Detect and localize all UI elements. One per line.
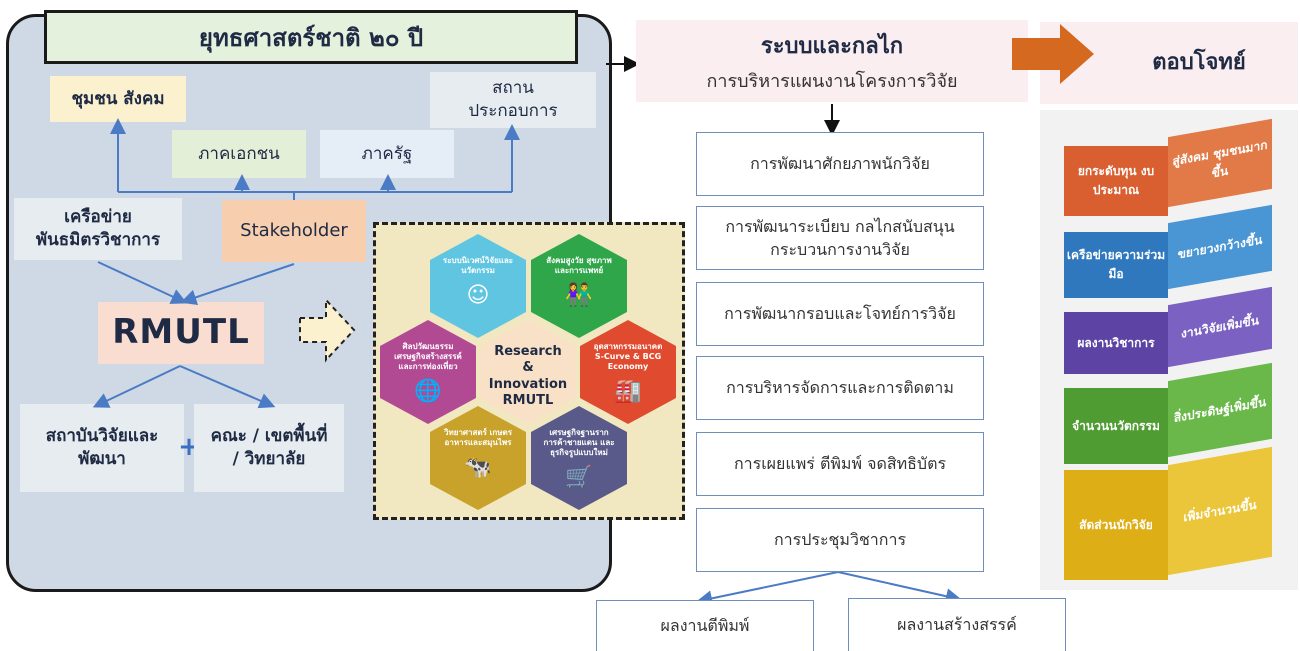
tier-5-front: สัดส่วนนักวิจัย — [1064, 470, 1168, 580]
hex-right-label: อุตสาหกรรมอนาคต S-Curve & BCG Economy — [593, 342, 663, 371]
hex-bottom-right-label: เศรษฐกิจฐานราก การค้าชายแดน และ ธุรกิจรู… — [543, 428, 615, 457]
system-header-box — [636, 20, 1028, 102]
hex-culture-tourism: ศิลปวัฒนธรรม เศรษฐกิจสร้างสรรค์ และการท่… — [380, 320, 476, 424]
system-item-1: การพัฒนาศักยภาพนักวิจัย — [696, 132, 984, 196]
tier-3: ผลงานวิชาการ งานวิจัยเพิ่มขึ้น — [1064, 286, 1274, 388]
factory-icon: 🏭 — [614, 379, 642, 404]
elderly-people-icon: 👫 — [565, 283, 593, 308]
rmutl-box: RMUTL — [98, 302, 264, 364]
private-sector-box: ภาคเอกชน — [172, 130, 306, 178]
research-institute-box: สถาบันวิจัยและ พัฒนา — [20, 404, 184, 492]
hex-center-label: Research & Innovation RMUTL — [488, 344, 568, 408]
tier-1-side: สู่สังคม ชุมชนมากขึ้น — [1168, 118, 1272, 208]
hex-science-agriculture: วิทยาศาสตร์ เกษตร อาหารและสมุนไพร 🐄 — [430, 406, 526, 510]
system-title: ระบบและกลไก — [760, 34, 904, 59]
cart-laptop-icon: 🛒 — [565, 465, 593, 490]
system-item-3: การพัฒนากรอบและโจทย์การวิจัย — [696, 282, 984, 346]
hex-bottom-left-label: วิทยาศาสตร์ เกษตร อาหารและสมุนไพร — [443, 428, 513, 447]
output-publication-box: ผลงานตีพิมพ์ — [596, 600, 814, 651]
system-item-2: การพัฒนาระเบียบ กลไกสนับสนุน กระบวนการงา… — [696, 206, 984, 270]
government-box: ภาครัฐ — [320, 130, 454, 178]
tier-1: ยกระดับทุน งบประมาณ สู่สังคม ชุมชนมากขึ้… — [1064, 118, 1274, 220]
system-item-6: การประชุมวิชาการ — [696, 508, 984, 572]
hex-grassroots-economy: เศรษฐกิจฐานราก การค้าชายแดน และ ธุรกิจรู… — [531, 406, 627, 510]
tier-4-side: สิ่งประดิษฐ์เพิ่มขึ้น — [1168, 362, 1272, 458]
tier-3-side: งานวิจัยเพิ่มขึ้น — [1168, 286, 1272, 368]
orange-arrow-icon — [1012, 24, 1094, 84]
tier-5: สัดส่วนนักวิจัย เพิ่มจำนวนขึ้น — [1064, 446, 1274, 584]
system-item-4: การบริหารจัดการและการติดตาม — [696, 356, 984, 420]
hex-center-research: Research & Innovation RMUTL — [480, 320, 576, 424]
national-strategy-title: ยุทธศาสตร์ชาติ ๒๐ ปี — [44, 10, 578, 64]
hex-left-label: ศิลปวัฒนธรรม เศรษฐกิจสร้างสรรค์ และการท่… — [394, 342, 462, 371]
tier-5-side: เพิ่มจำนวนขึ้น — [1168, 446, 1272, 576]
tier-2: เครือข่ายความร่วมมือ ขยายวงกว้างขึ้น — [1064, 204, 1274, 306]
enterprise-box: สถาน ประกอบการ — [430, 72, 596, 128]
tier-4-front: จำนวนนวัตกรรม — [1064, 388, 1168, 464]
hex-top-right-label: สังคมสูงวัย สุขภาพ และการแพทย์ — [546, 256, 612, 275]
tier-2-front: เครือข่ายความร่วมมือ — [1064, 232, 1168, 298]
cow-icon: 🐄 — [464, 455, 492, 480]
hex-top-label: ระบบนิเวศน์วิจัยและ นวัตกรรม — [442, 256, 514, 275]
output-creative-box: ผลงานสร้างสรรค์ — [848, 598, 1066, 651]
faculty-box: คณะ / เขตพื้นที่ / วิทยาลัย — [194, 404, 344, 492]
tier-3-front: ผลงานวิชาการ — [1064, 312, 1168, 374]
hex-future-industry: อุตสาหกรรมอนาคต S-Curve & BCG Economy 🏭 — [580, 320, 676, 424]
system-item-5: การเผยแพร่ ตีพิมพ์ จดสิทธิบัตร — [696, 432, 984, 496]
tier-4: จำนวนนวัตกรรม สิ่งประดิษฐ์เพิ่มขึ้น — [1064, 362, 1274, 476]
stakeholder-box: Stakeholder — [222, 200, 366, 262]
tier-2-side: ขยายวงกว้างขึ้น — [1168, 204, 1272, 290]
system-subtitle: การบริหารแผนงานโครงการวิจัย — [706, 71, 958, 92]
answer-title: ตอบโจทย์ — [1152, 50, 1246, 75]
academic-network-box: เครือข่าย พันธมิตรวิชาการ — [14, 198, 182, 260]
brain-head-icon: ☺ — [466, 283, 490, 308]
globe-icon: 🌐 — [414, 379, 442, 404]
community-box: ชุมชน สังคม — [50, 76, 186, 122]
tier-1-front: ยกระดับทุน งบประมาณ — [1064, 146, 1168, 216]
